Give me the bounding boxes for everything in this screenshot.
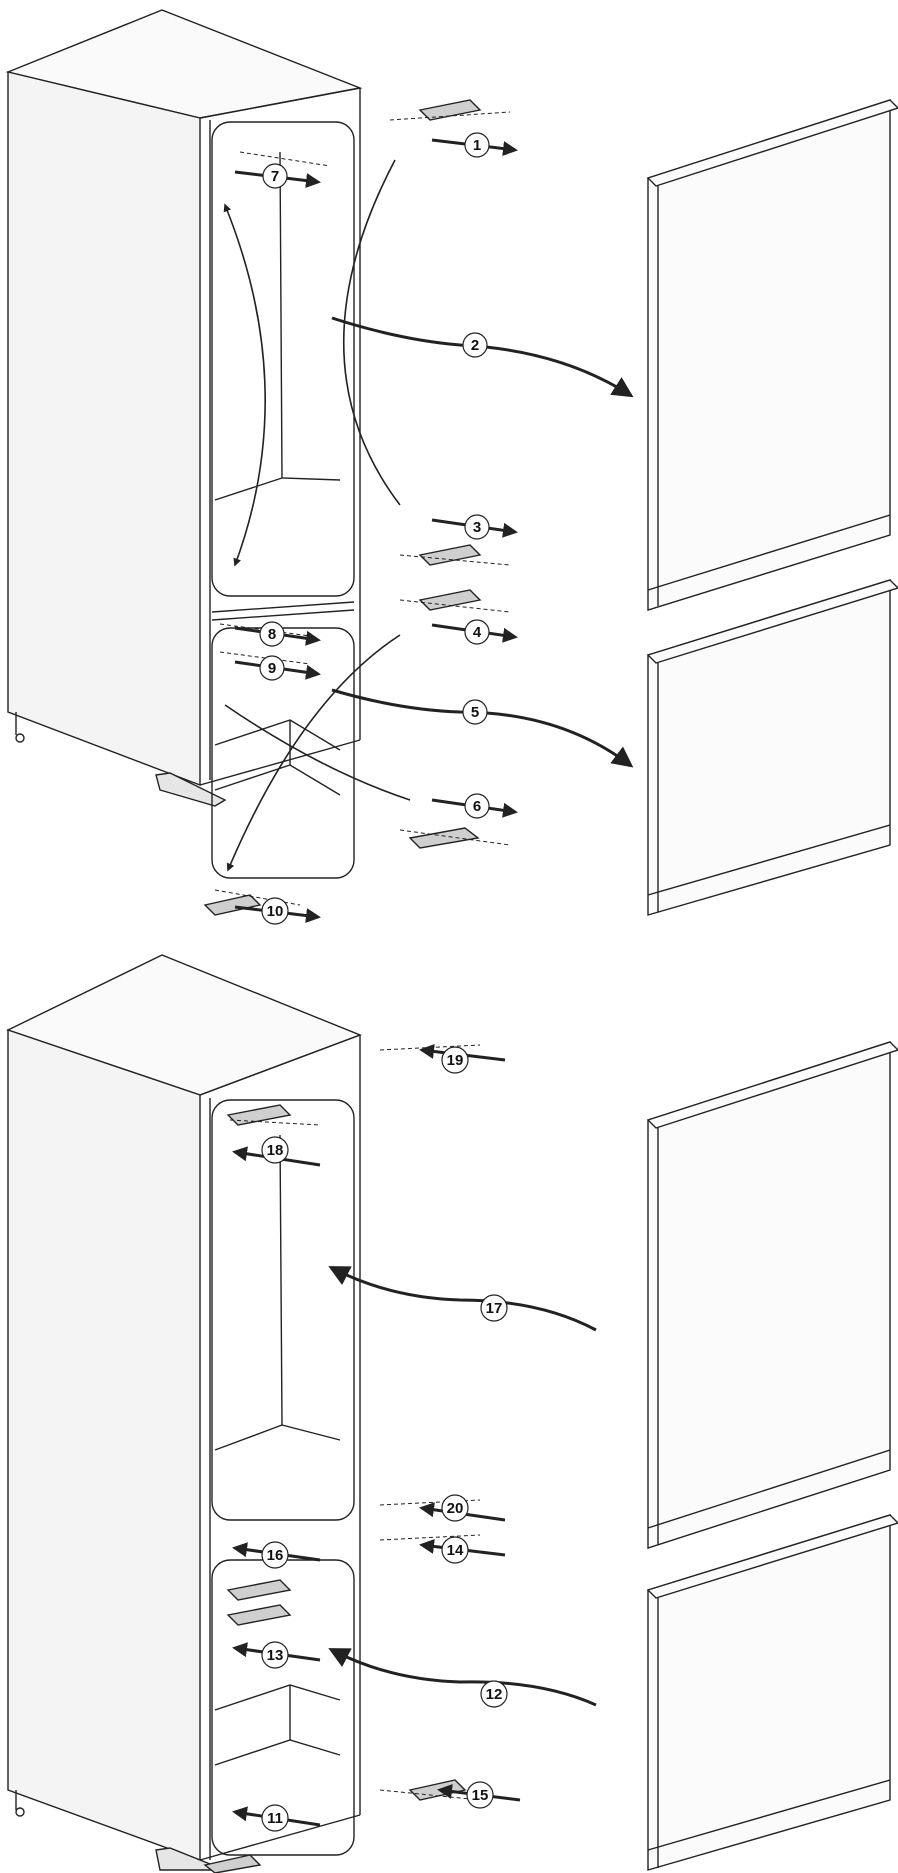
svg-text:9: 9 (268, 660, 276, 677)
step-14-label: 14 (441, 1536, 469, 1564)
top-diagram (5, 9, 898, 924)
hinges-top (203, 99, 482, 916)
step-20-label: 20 (441, 1494, 469, 1522)
step-5-label: 5 (462, 699, 488, 725)
svg-text:19: 19 (447, 1052, 464, 1069)
fridge-compartment-bottom (211, 1099, 355, 1521)
step-16-label: 16 (261, 1541, 289, 1569)
door-panel-lower-bottom (646, 1514, 898, 1871)
hinges-bottom (203, 1104, 467, 1873)
svg-text:3: 3 (473, 519, 481, 536)
svg-text:14: 14 (447, 1542, 464, 1559)
svg-text:12: 12 (486, 1686, 503, 1703)
svg-text:1: 1 (473, 137, 481, 154)
svg-text:18: 18 (267, 1142, 284, 1159)
door-swing-arrows-top (223, 159, 411, 872)
svg-text:16: 16 (267, 1547, 284, 1564)
svg-text:4: 4 (473, 624, 482, 641)
insertion-arrows-bottom (232, 1043, 521, 1827)
svg-text:10: 10 (267, 903, 284, 920)
step-1-label: 1 (464, 132, 490, 158)
step-7-label: 7 (262, 163, 288, 189)
step-11-label: 11 (261, 1804, 289, 1832)
step-2-label: 2 (462, 332, 488, 358)
door-transfer-arrows-top (331, 316, 634, 768)
step-17-label: 17 (480, 1294, 508, 1322)
step-4-label: 4 (464, 619, 490, 645)
step-10-label: 10 (261, 897, 289, 925)
svg-text:2: 2 (471, 337, 479, 354)
step-6-label: 6 (464, 793, 490, 819)
door-panel-upper-bottom (646, 1041, 898, 1549)
door-panel-lower-top (646, 579, 898, 916)
step-3-label: 3 (464, 514, 490, 540)
step-18-label: 18 (261, 1136, 289, 1164)
svg-text:13: 13 (267, 1647, 284, 1664)
fridge-compartment-top (211, 121, 355, 621)
step-9-label: 9 (259, 655, 285, 681)
step-19-label: 19 (441, 1046, 469, 1074)
svg-text:6: 6 (473, 798, 481, 815)
svg-text:17: 17 (486, 1300, 503, 1317)
door-transfer-arrows-bottom (328, 1266, 597, 1707)
svg-text:7: 7 (271, 168, 279, 185)
step-labels: 1 2 3 4 5 6 7 8 9 10 11 12 13 14 15 16 1… (259, 132, 508, 1832)
step-12-label: 12 (480, 1680, 508, 1708)
svg-text:5: 5 (471, 704, 479, 721)
bottom-diagram (6, 954, 898, 1873)
door-panel-upper-top (646, 99, 898, 611)
step-15-label: 15 (466, 1781, 494, 1809)
fridge-cabinet-bottom (6, 954, 362, 1871)
fridge-cabinet-top (5, 9, 363, 807)
svg-text:20: 20 (447, 1500, 464, 1517)
svg-text:11: 11 (267, 1810, 283, 1827)
screw-guides-top (214, 111, 511, 906)
svg-text:8: 8 (268, 626, 276, 643)
svg-text:15: 15 (472, 1787, 489, 1804)
step-8-label: 8 (259, 621, 285, 647)
step-13-label: 13 (261, 1641, 289, 1669)
